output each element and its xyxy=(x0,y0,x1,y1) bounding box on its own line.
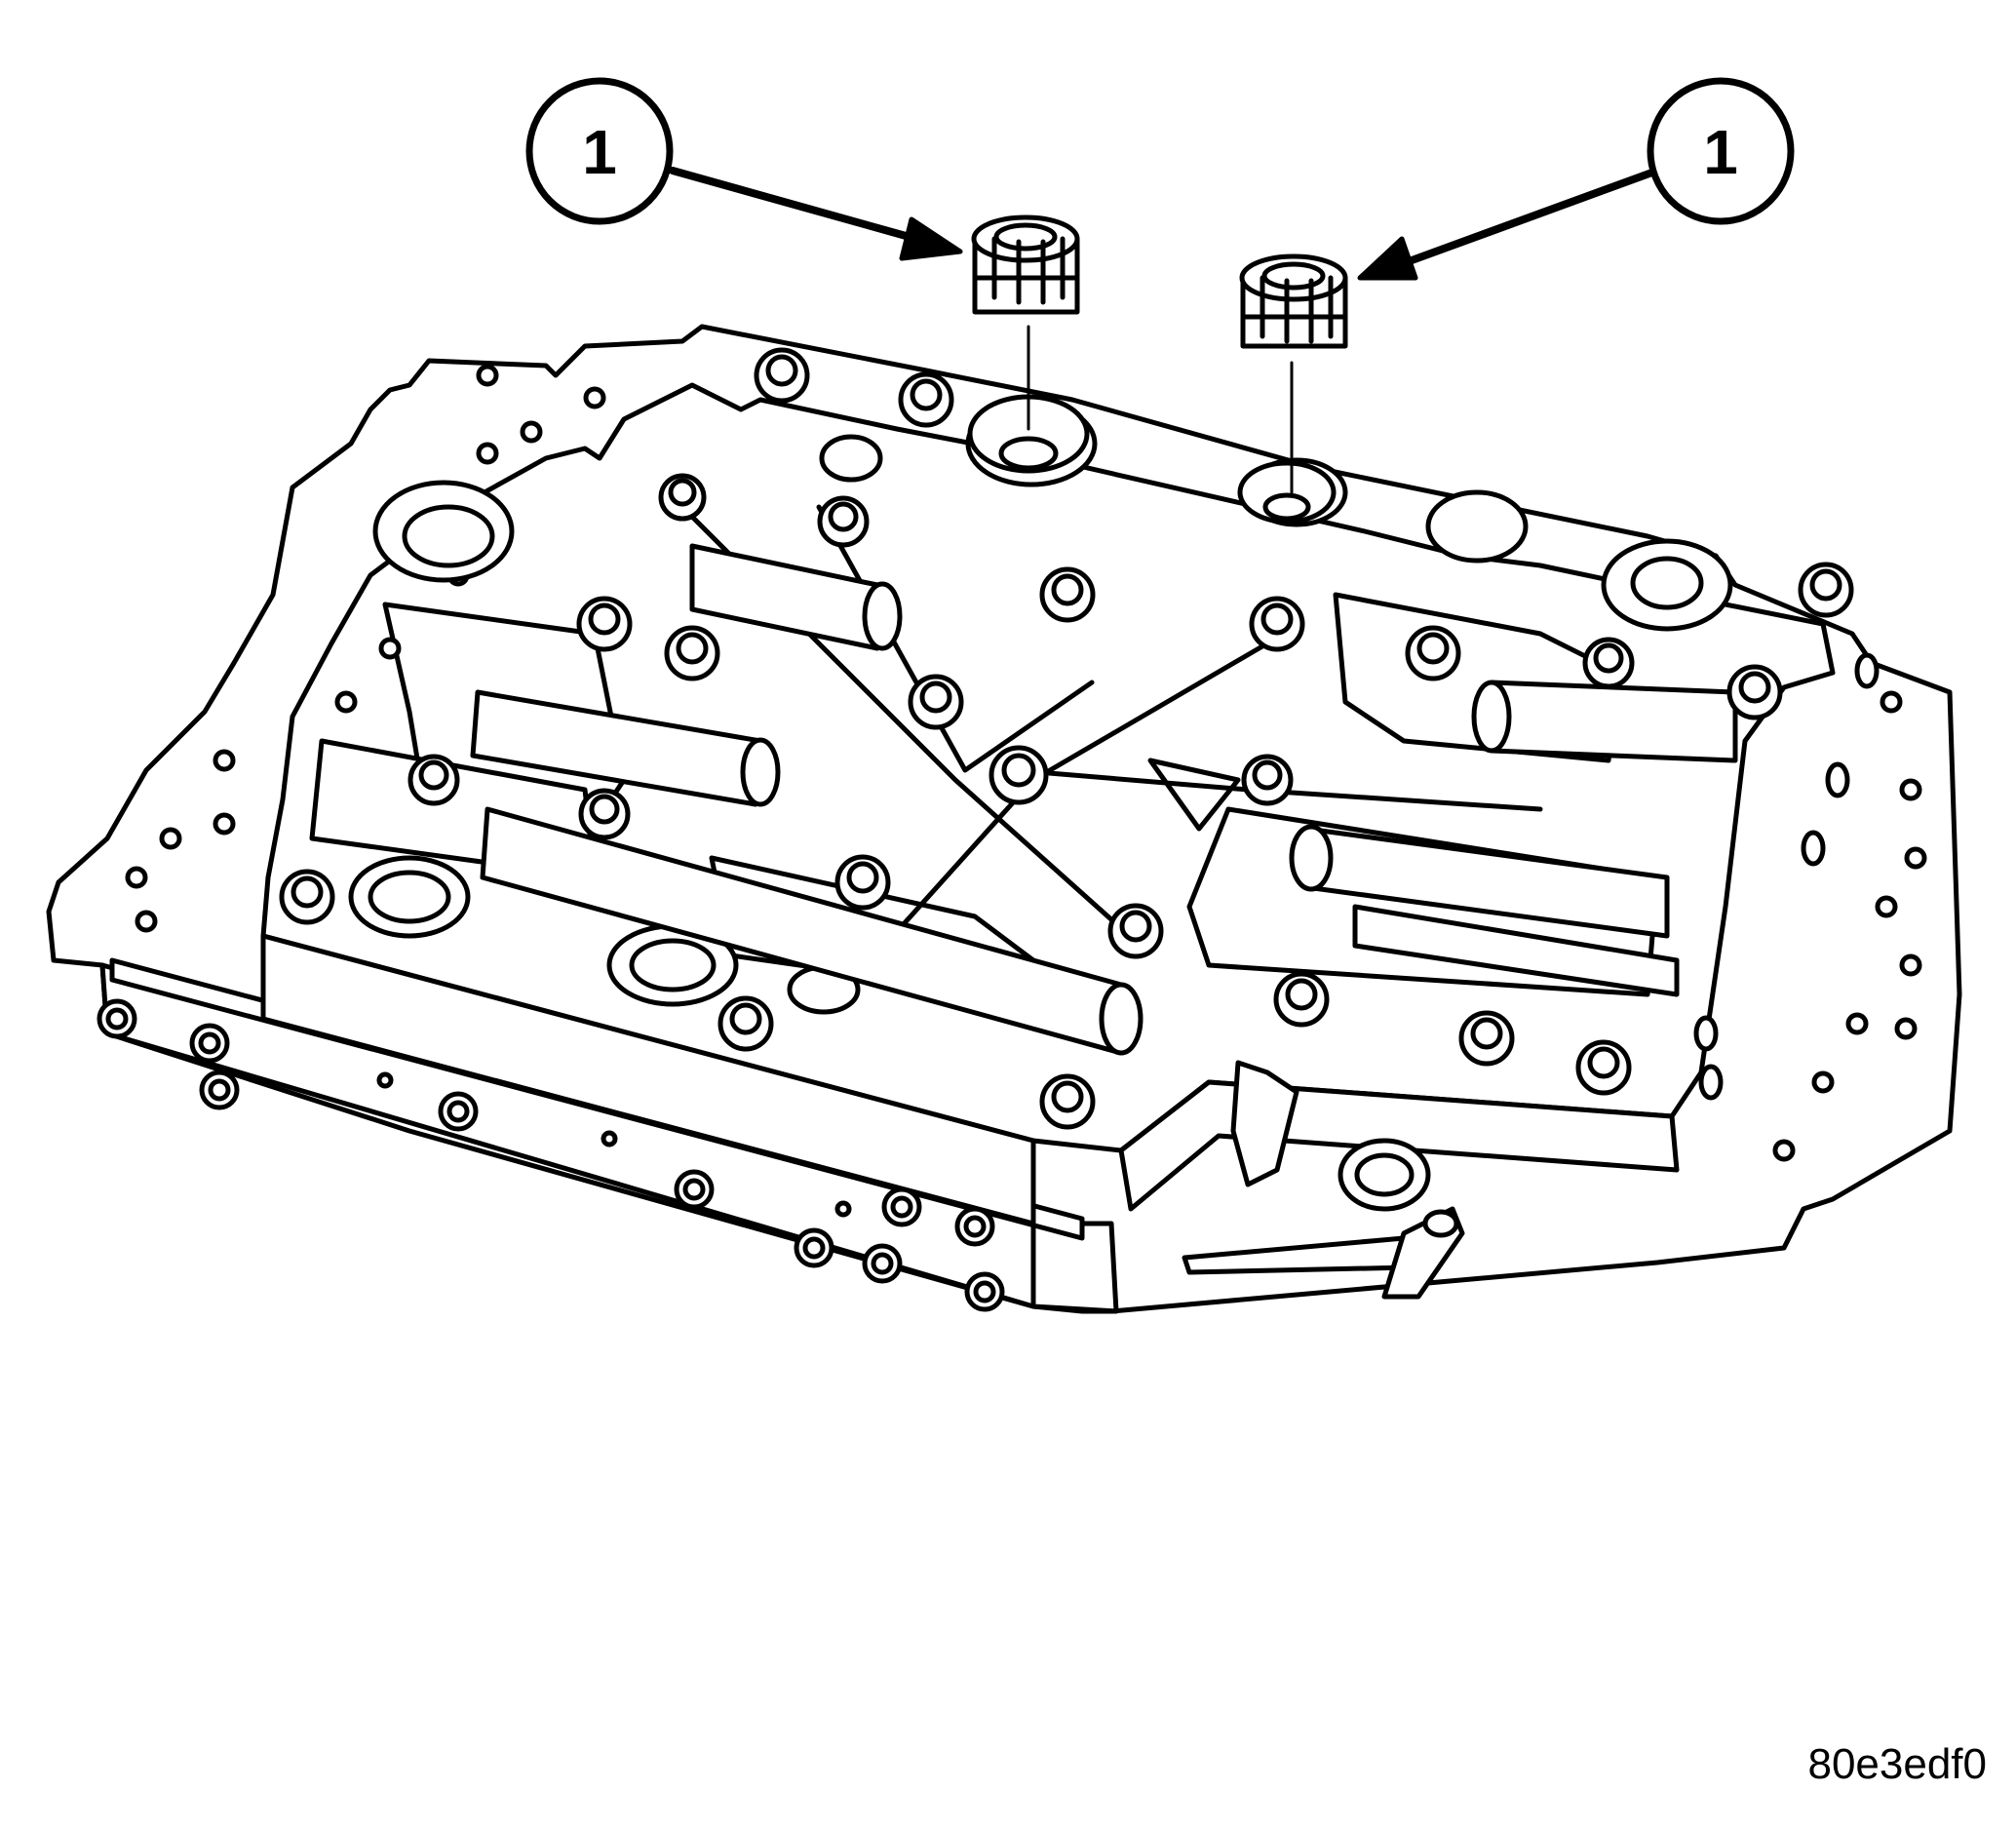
filter-bore-right xyxy=(1237,460,1337,525)
valve-body-front-face-right xyxy=(1030,1221,1119,1314)
bolts xyxy=(279,347,1854,1130)
right-side-pins xyxy=(1693,652,1880,1101)
figure-id: 80e3edf0 xyxy=(1807,1740,1987,1788)
callout-label-left: 1 xyxy=(582,117,617,187)
pocket-center-triangle xyxy=(1147,758,1241,832)
upper-housing-front xyxy=(260,933,1036,1226)
plate-holes-right xyxy=(1772,690,1927,1162)
callout-right: 1 xyxy=(1647,77,1795,225)
manual-shaft-end xyxy=(1422,1209,1459,1238)
solenoids xyxy=(470,543,1738,1056)
left-filter-screen xyxy=(971,214,1080,315)
callout-arrow-right xyxy=(1357,167,1661,281)
filter-bore-left xyxy=(967,394,1090,474)
front-fittings xyxy=(97,998,1005,1312)
valve-body-assembly xyxy=(46,324,1962,1314)
right-filter-screen xyxy=(1239,253,1348,349)
callout-left: 1 xyxy=(525,77,674,225)
callout-label-right: 1 xyxy=(1703,117,1738,187)
callout-arrow-left xyxy=(669,167,963,261)
front-bracket xyxy=(1230,1060,1299,1187)
